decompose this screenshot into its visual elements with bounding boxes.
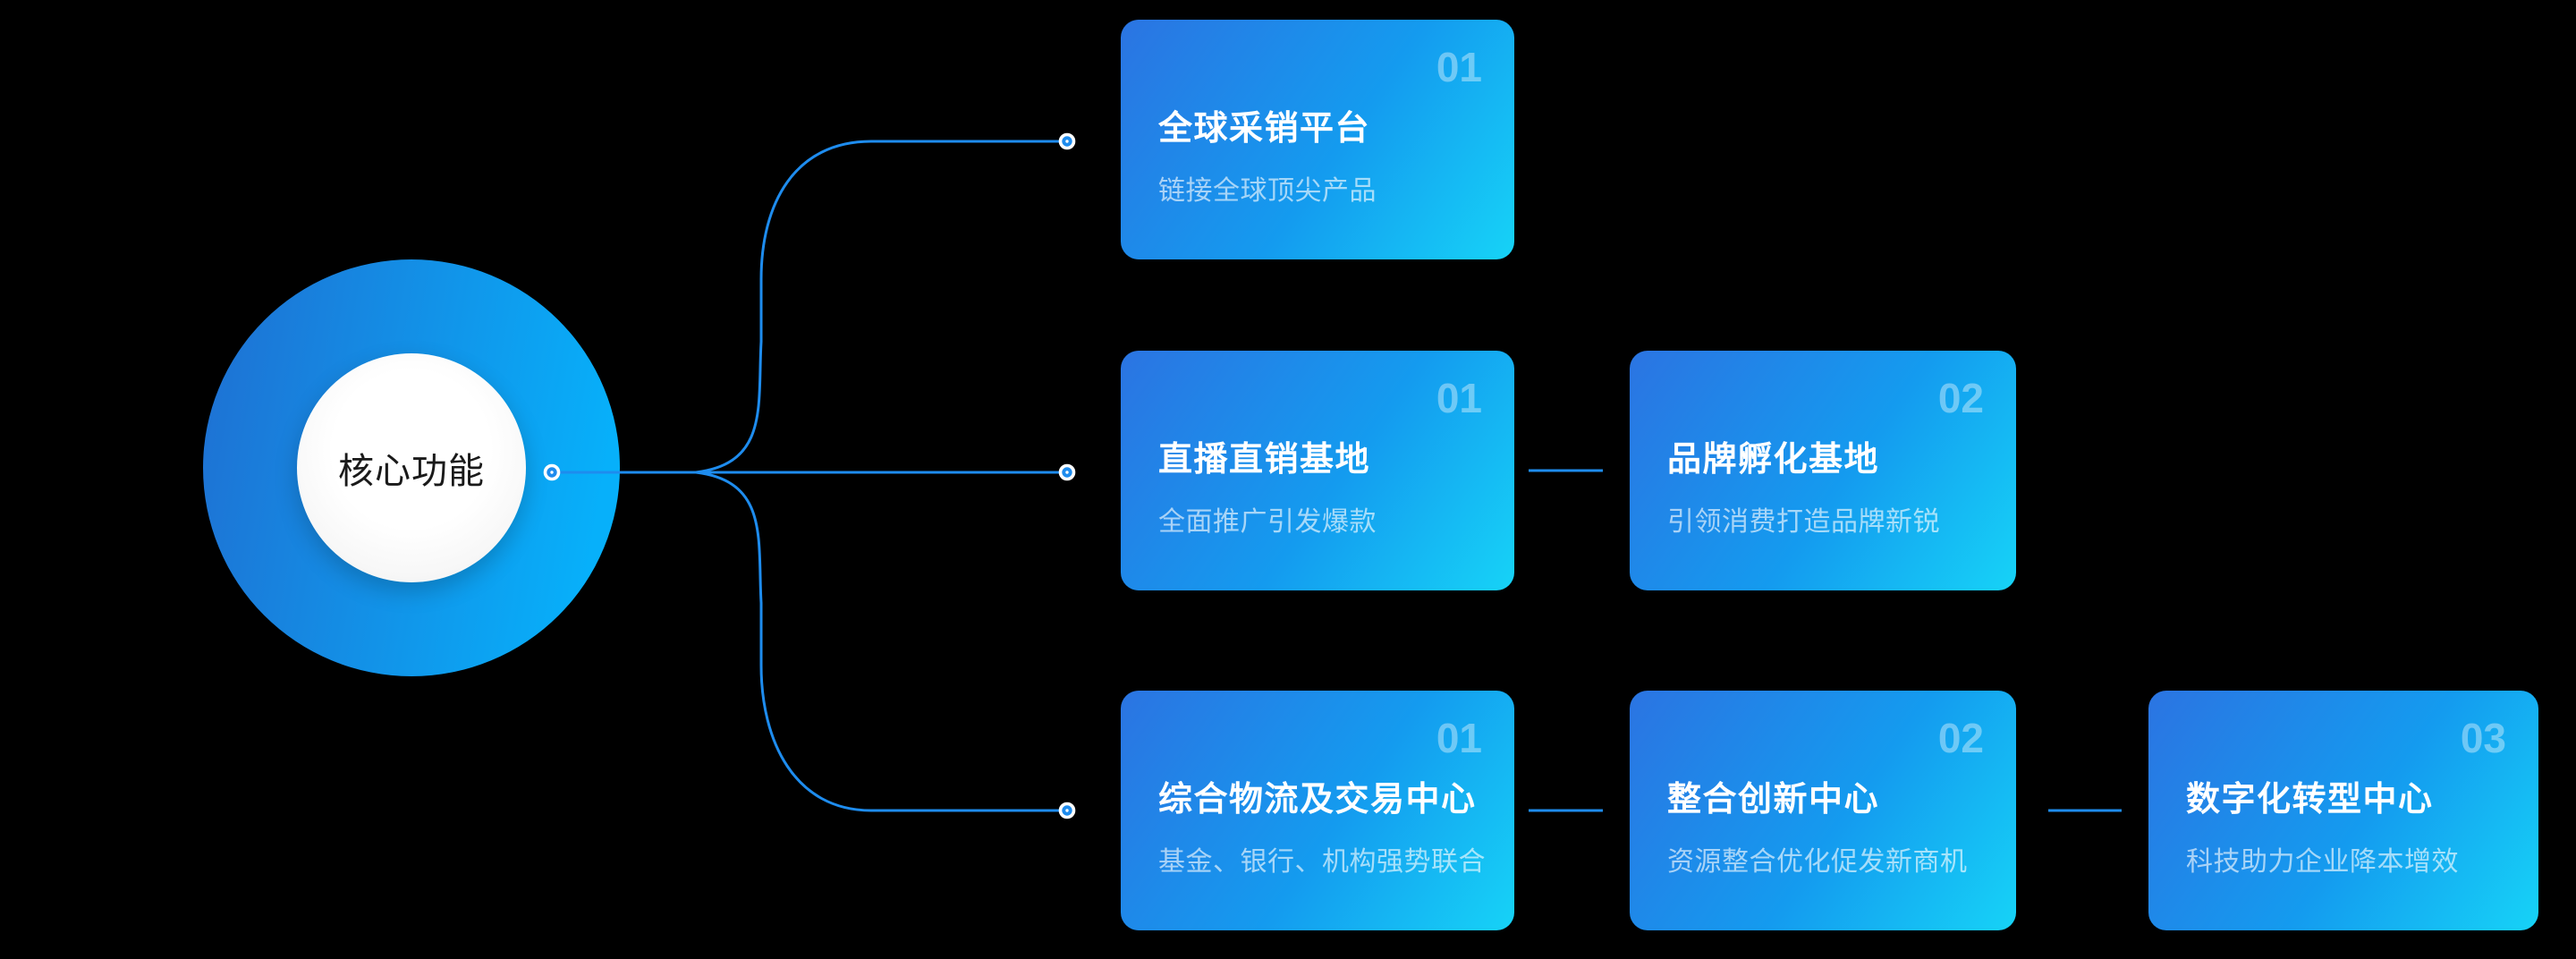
card-subtitle: 科技助力企业降本增效 <box>2186 847 2459 877</box>
connector-top-branch <box>695 140 1059 474</box>
node-dot-row1 <box>1058 132 1076 150</box>
card-number-badge: 01 <box>1436 44 1482 90</box>
card-number-badge: 01 <box>1436 375 1482 421</box>
card-subtitle: 链接全球顶尖产品 <box>1158 176 1377 206</box>
node-dot-row2 <box>1058 463 1076 481</box>
core-label: 核心功能 <box>338 452 485 491</box>
card-number-badge: 02 <box>1937 715 1984 761</box>
card-title: 综合物流及交易中心 <box>1158 781 1477 819</box>
connector-bottom-branch <box>695 471 1059 812</box>
card-number-badge: 01 <box>1436 715 1482 761</box>
card-subtitle: 全面推广引发爆款 <box>1158 507 1377 537</box>
card-title: 品牌孵化基地 <box>1667 441 1880 479</box>
card-subtitle: 基金、银行、机构强势联合 <box>1158 847 1486 877</box>
feature-card-innovation-center: 02 整合创新中心 资源整合优化促发新商机 <box>1630 691 2016 930</box>
card-title: 直播直销基地 <box>1158 441 1371 479</box>
node-dots <box>543 132 1076 819</box>
card-number-badge: 03 <box>2460 715 2506 761</box>
card-number-badge: 02 <box>1937 375 1984 421</box>
feature-card-digital-transformation-center: 03 数字化转型中心 科技助力企业降本增效 <box>2148 691 2538 930</box>
feature-card-livestream-base: 01 直播直销基地 全面推广引发爆款 <box>1121 351 1514 590</box>
card-subtitle: 引领消费打造品牌新锐 <box>1667 507 1940 537</box>
card-title: 数字化转型中心 <box>2186 781 2434 819</box>
core-circle-inner: 核心功能 <box>297 353 526 582</box>
feature-card-logistics-trade-center: 01 综合物流及交易中心 基金、银行、机构强势联合 <box>1121 691 1514 930</box>
feature-card-brand-incubation: 02 品牌孵化基地 引领消费打造品牌新锐 <box>1630 351 2016 590</box>
feature-card-global-sourcing: 01 全球采销平台 链接全球顶尖产品 <box>1121 20 1514 259</box>
node-dot-row3 <box>1058 802 1076 819</box>
card-subtitle: 资源整合优化促发新商机 <box>1667 847 1968 877</box>
node-dot-source <box>543 463 561 481</box>
card-title: 整合创新中心 <box>1667 781 1880 819</box>
card-title: 全球采销平台 <box>1158 110 1371 148</box>
